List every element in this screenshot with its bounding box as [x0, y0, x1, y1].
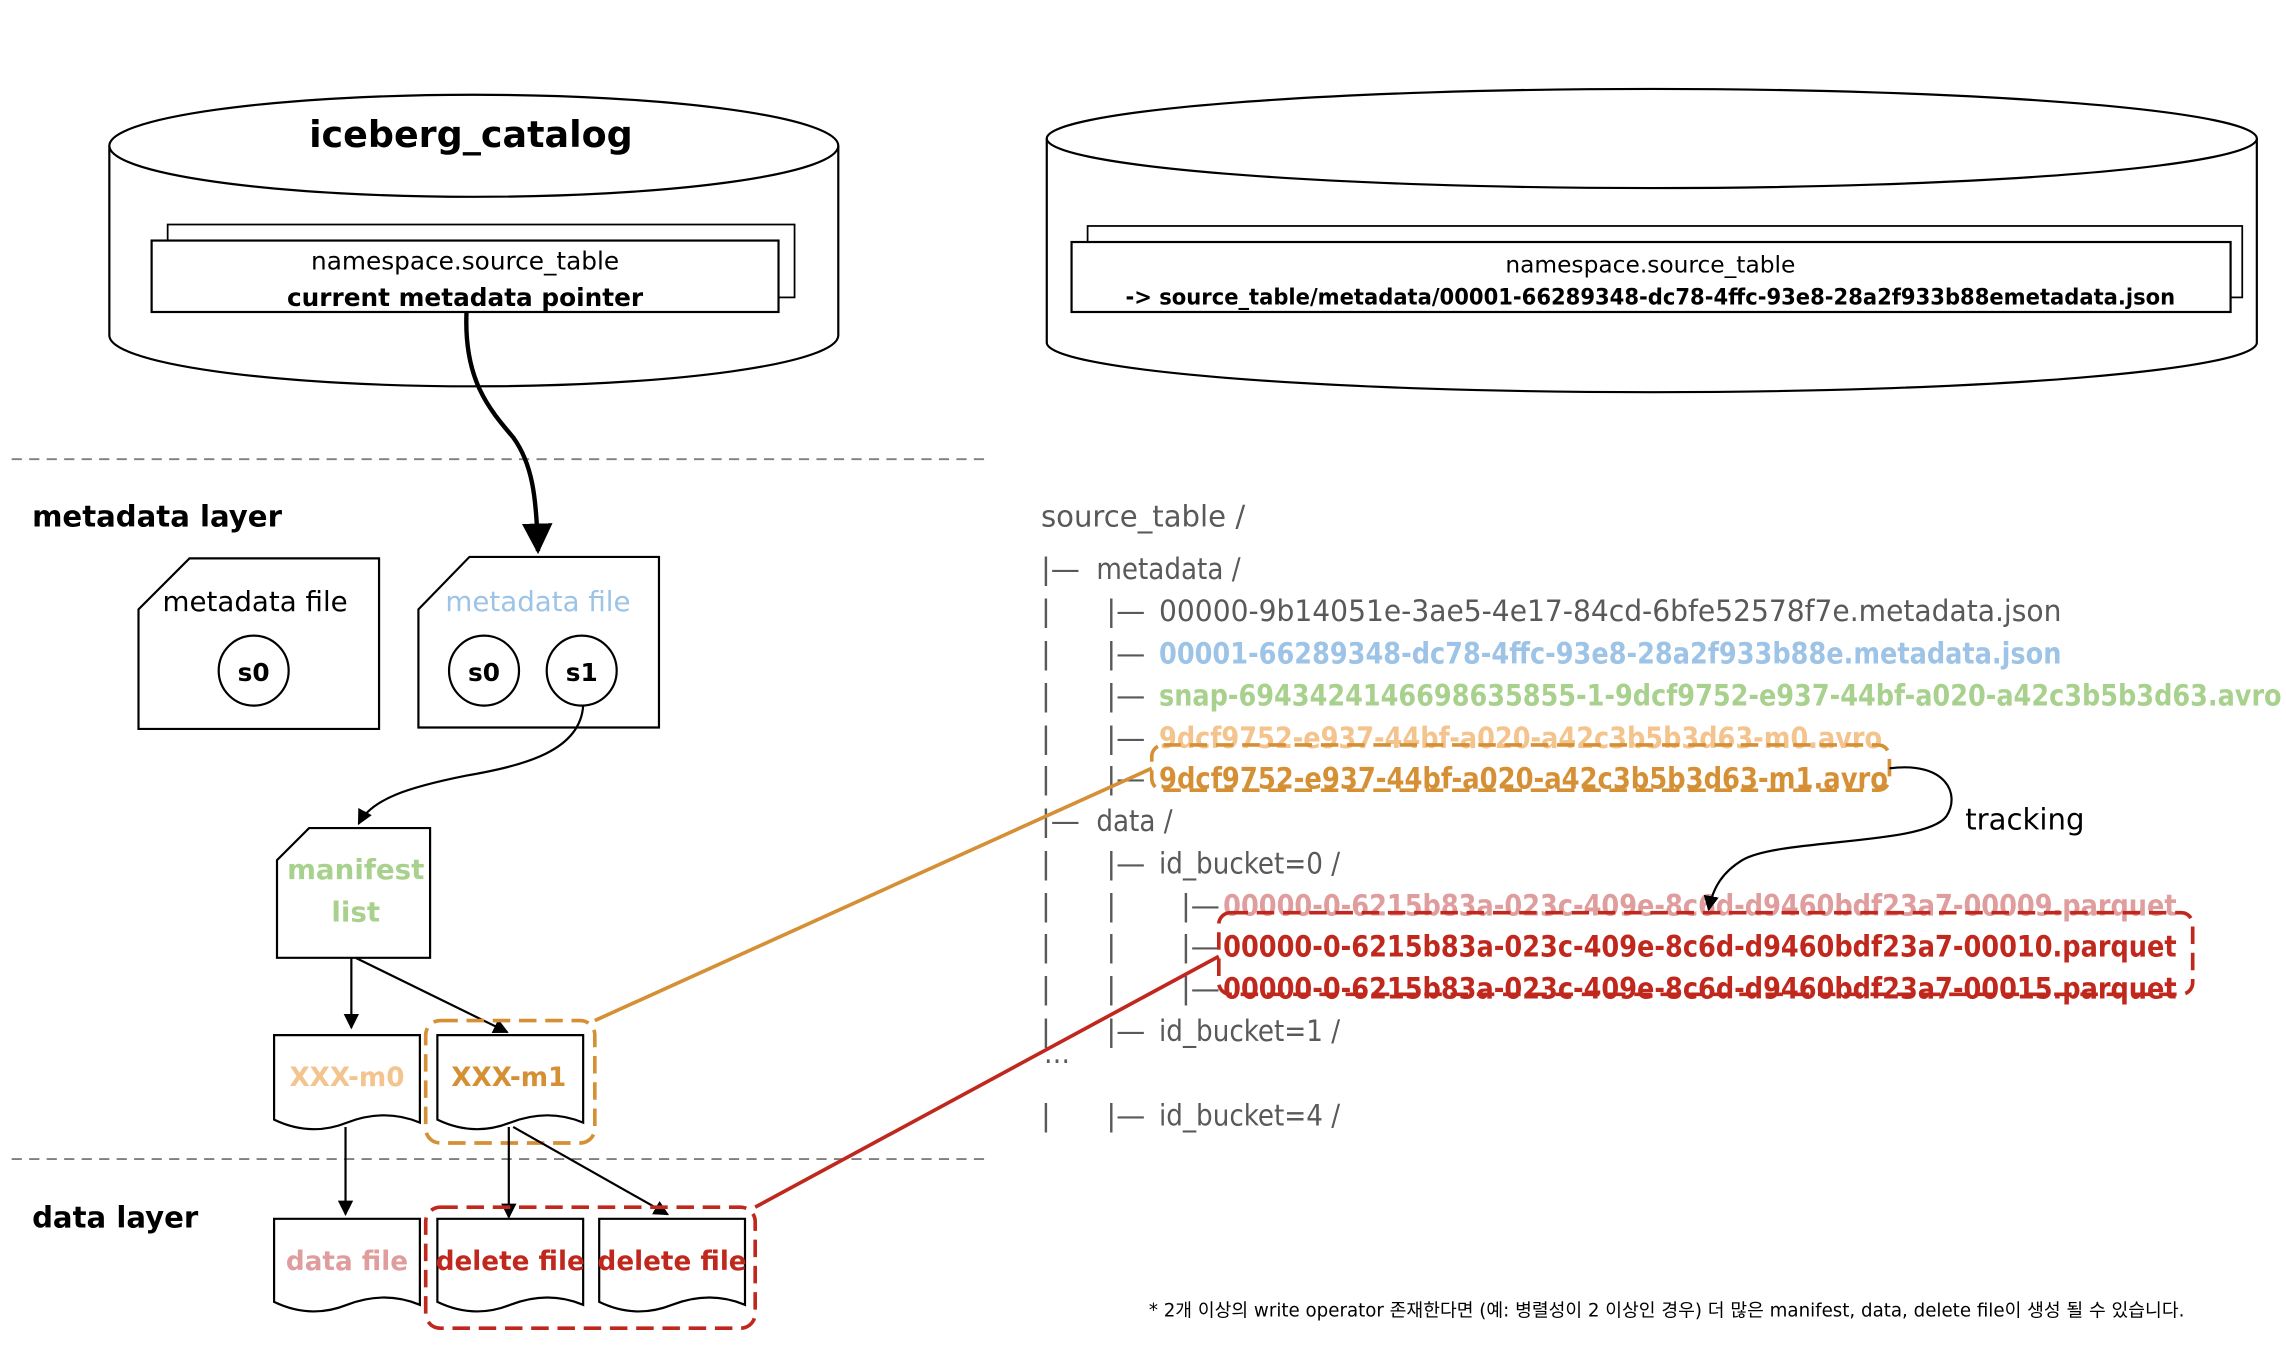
tree-entry: 00000-0-6215b83a-023c-409e-8c6d-d9460bdf… [1223, 889, 2176, 923]
tree-branch-prefix: | |— [1041, 846, 1155, 880]
delete-file-2-label: delete file [598, 1247, 747, 1277]
right-catalog-table-name: namespace.source_table [1505, 252, 1795, 279]
delete-files-highlight [423, 1205, 758, 1330]
tree-entry: data / [1096, 804, 1172, 838]
metadata-file-old-label: metadata file [163, 585, 348, 618]
tree-branch-prefix: |— [1041, 804, 1089, 838]
left-catalog-cylinder: iceberg_catalog namespace.source_table c… [108, 93, 840, 388]
tree-entry: metadata / [1096, 552, 1240, 586]
manifest-m1-label: XXX-m1 [451, 1063, 566, 1093]
tree-entry: 00001-66289348-dc78-4ffc-93e8-28a2f933b8… [1159, 636, 2061, 670]
tree-branch-prefix: | |— [1041, 679, 1155, 713]
manifest-m0-node: XXX-m0 [272, 1034, 421, 1131]
delete-file-2-node: delete file [598, 1217, 747, 1313]
tree-branch-prefix: | |— [1041, 1098, 1155, 1132]
tree-branch-prefix: | | |— [1041, 889, 1229, 923]
m1-to-delete-file-2-arrow [512, 1126, 670, 1216]
catalog-pointer-label: current metadata pointer [287, 283, 644, 312]
tree-entry: … [1044, 1036, 1070, 1070]
tree-entry: 00000-0-6215b83a-023c-409e-8c6d-d9460bdf… [1223, 972, 2176, 1006]
manifest-m1-node: XXX-m1 [436, 1034, 585, 1131]
metadata-file-new: metadata file s0 s1 [417, 555, 661, 729]
delete-file-1-label: delete file [436, 1247, 585, 1277]
snapshot-to-manifest-list-arrow [357, 705, 585, 826]
file-tree: source_table / |— metadata / | |— 00000-9… [1041, 499, 2282, 1132]
tree-entry: 00000-0-6215b83a-023c-409e-8c6d-d9460bdf… [1223, 929, 2176, 963]
delete-file-1-node: delete file [436, 1217, 585, 1313]
tree-entry: snap-6943424146698635855-1-9dcf9752-e937… [1159, 679, 2282, 713]
metadata-file-new-label: metadata file [445, 585, 630, 618]
tracking-label: tracking [1965, 803, 2084, 837]
delete-parquet-highlight [1216, 910, 2195, 997]
snapshot-label: s0 [468, 658, 500, 687]
tree-root: source_table / [1041, 499, 1245, 533]
catalog-title: iceberg_catalog [309, 113, 633, 156]
snapshot-label: s1 [566, 658, 598, 687]
tree-branch-prefix: |— [1041, 552, 1089, 586]
tree-branch-prefix: | |— [1041, 721, 1155, 755]
tree-entry: id_bucket=1 / [1159, 1014, 1340, 1048]
snapshot-label: s0 [238, 658, 270, 687]
tree-entry: 9dcf9752-e937-44bf-a020-a42c3b5b3d63-m0.… [1159, 721, 1882, 755]
catalog-table-entry [150, 239, 780, 314]
tree-entry: id_bucket=4 / [1159, 1098, 1340, 1132]
manifest-list-label-2: list [331, 895, 380, 928]
right-catalog-cylinder: namespace.source_table -> source_table/m… [1045, 87, 2258, 394]
manifest-list-label-1: manifest [287, 853, 424, 886]
data-file-node: data file [272, 1217, 421, 1313]
manifest-list-to-m1-arrow [355, 956, 509, 1034]
catalog-table-name: namespace.source_table [311, 247, 619, 276]
snapshot-circle [447, 634, 521, 707]
right-catalog-pointer-path: -> source_table/metadata/00001-66289348-… [1125, 286, 2175, 311]
tree-branch-prefix: | | |— [1041, 929, 1229, 963]
manifest-m1-highlight [423, 1018, 597, 1145]
footnote: * 2개 이상의 write operator 존재한다면 (예: 병렬성이 2… [1149, 1300, 2185, 1321]
tree-entry: 00000-9b14051e-3ae5-4e17-84cd-6bfe52578f… [1159, 594, 2061, 628]
data-layer-label: data layer [32, 1201, 199, 1235]
tree-entry: id_bucket=0 / [1159, 846, 1340, 880]
tree-branch-prefix: | |— [1041, 594, 1155, 628]
right-catalog-table-entry [1070, 240, 2232, 314]
m1-to-avro-connector [594, 766, 1153, 1023]
manifest-m0-label: XXX-m0 [289, 1063, 404, 1093]
tree-branch-prefix: | |— [1041, 762, 1155, 796]
current-pointer-arrow [464, 311, 553, 555]
snapshot-circle [217, 634, 290, 707]
tracking-arrow [1703, 766, 1953, 912]
metadata-file-old: metadata file s0 [137, 557, 381, 731]
snapshot-circle [545, 634, 618, 707]
delete-files-to-parquet-connector [754, 954, 1220, 1209]
data-file-label: data file [286, 1247, 408, 1277]
manifest-list-node: manifest list [275, 826, 432, 959]
metadata-layer-label: metadata layer [32, 499, 283, 533]
tree-branch-prefix: | |— [1041, 636, 1155, 670]
